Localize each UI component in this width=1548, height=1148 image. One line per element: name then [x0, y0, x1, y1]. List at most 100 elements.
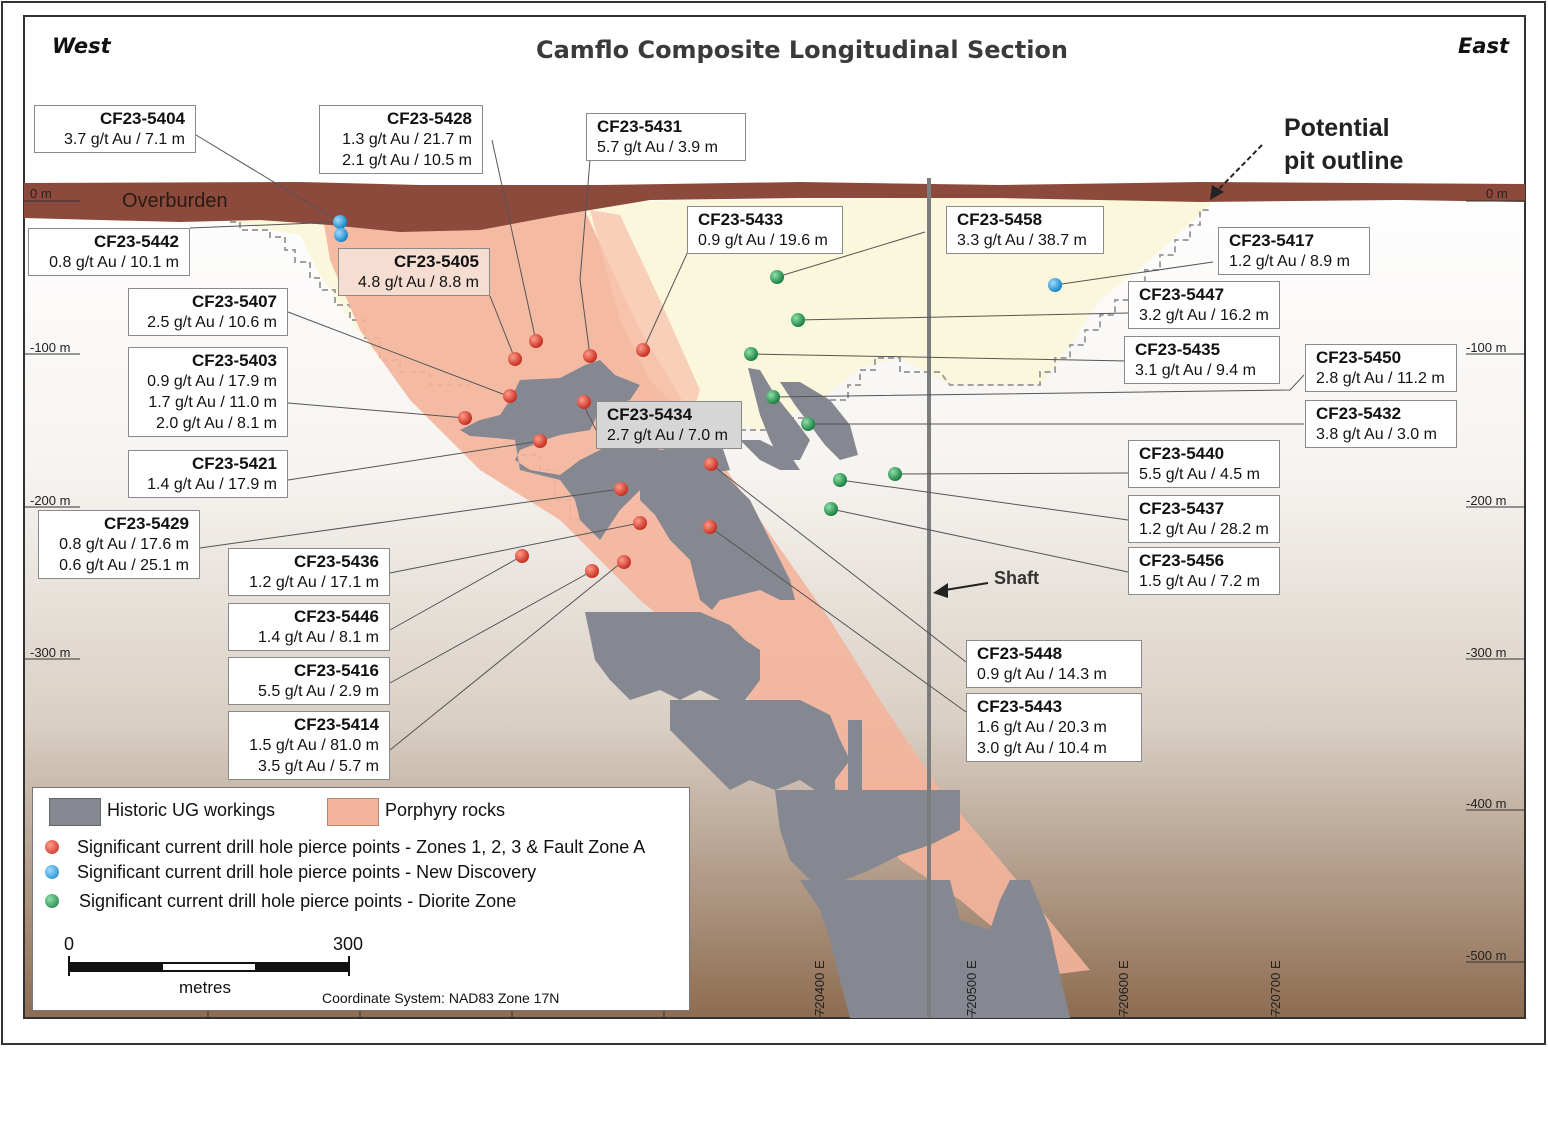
hole-id: CF23-5407 — [191, 292, 277, 311]
easting-label: 720400 E — [812, 960, 827, 1016]
scale-ticks — [68, 956, 350, 976]
depth-label-right: -500 m — [1466, 948, 1507, 963]
hole-result: 3.1 g/t Au / 9.4 m — [1135, 362, 1256, 379]
hole-id: CF23-5414 — [293, 715, 379, 734]
depth-label-right: 0 m — [1486, 186, 1508, 201]
hole-result: 5.5 g/t Au / 4.5 m — [1139, 466, 1260, 483]
hole-label-cf23-5443: CF23-5443 1.6 g/t Au / 20.3 m 3.0 g/t Au… — [966, 693, 1142, 762]
hole-label-cf23-5437: CF23-5437 1.2 g/t Au / 28.2 m — [1128, 495, 1280, 543]
hole-label-cf23-5414: CF23-5414 1.5 g/t Au / 81.0 m 3.5 g/t Au… — [228, 711, 390, 780]
hole-id: CF23-5442 — [93, 232, 179, 251]
hole-result: 2.5 g/t Au / 10.6 m — [147, 314, 277, 331]
hole-result: 2.0 g/t Au / 8.1 m — [156, 415, 277, 432]
hole-result: 5.5 g/t Au / 2.9 m — [258, 683, 379, 700]
legend-blue-dot — [45, 865, 59, 879]
hole-id: CF23-5434 — [607, 405, 693, 424]
depth-label-right: -100 m — [1466, 340, 1507, 355]
red-point — [585, 564, 599, 578]
red-point — [633, 516, 647, 530]
hole-result: 1.4 g/t Au / 17.9 m — [147, 476, 277, 493]
hole-label-cf23-5416: CF23-5416 5.5 g/t Au / 2.9 m — [228, 657, 390, 705]
hole-label-cf23-5440: CF23-5440 5.5 g/t Au / 4.5 m — [1128, 440, 1280, 488]
hole-label-cf23-5458: CF23-5458 3.3 g/t Au / 38.7 m — [946, 206, 1104, 254]
blue-point — [333, 215, 347, 229]
green-point — [801, 417, 815, 431]
coordinate-system: Coordinate System: NAD83 Zone 17N — [322, 990, 560, 1006]
hole-result: 3.7 g/t Au / 7.1 m — [64, 131, 185, 148]
green-point — [791, 313, 805, 327]
hole-label-cf23-5433: CF23-5433 0.9 g/t Au / 19.6 m — [687, 206, 843, 254]
legend-green-dot — [45, 894, 59, 908]
shaft-arrow — [933, 582, 989, 598]
green-point — [824, 502, 838, 516]
hole-label-cf23-5403: CF23-5403 0.9 g/t Au / 17.9 m 1.7 g/t Au… — [128, 347, 288, 437]
easting-label: 720700 E — [1268, 960, 1283, 1016]
hole-id: CF23-5421 — [191, 454, 277, 473]
pit-label-line-1: Potential — [1284, 114, 1390, 142]
hole-result: 1.7 g/t Au / 11.0 m — [148, 394, 277, 411]
depth-label-right: -400 m — [1466, 796, 1507, 811]
hole-id: CF23-5448 — [977, 644, 1063, 663]
green-point — [744, 347, 758, 361]
hole-result: 0.9 g/t Au / 17.9 m — [147, 373, 277, 390]
red-point — [636, 343, 650, 357]
hole-result: 5.7 g/t Au / 3.9 m — [597, 139, 718, 156]
hole-id: CF23-5458 — [957, 210, 1043, 229]
hole-id: CF23-5404 — [99, 109, 185, 128]
hole-id: CF23-5440 — [1139, 444, 1225, 463]
depth-label-right: -200 m — [1466, 493, 1507, 508]
hole-label-cf23-5436: CF23-5436 1.2 g/t Au / 17.1 m — [228, 548, 390, 596]
red-point — [583, 349, 597, 363]
legend-red: Significant current drill hole pierce po… — [77, 837, 646, 857]
pit-label-line-2: pit outline — [1284, 147, 1404, 175]
green-point — [833, 473, 847, 487]
hole-label-cf23-5431: CF23-5431 5.7 g/t Au / 3.9 m — [586, 113, 746, 161]
hole-id: CF23-5433 — [698, 210, 784, 229]
red-point — [529, 334, 543, 348]
depth-label-left: -200 m — [30, 493, 71, 508]
hole-id: CF23-5431 — [597, 117, 683, 136]
pierce-points — [333, 215, 1062, 578]
hole-label-cf23-5450: CF23-5450 2.8 g/t Au / 11.2 m — [1305, 344, 1457, 392]
hole-id: CF23-5456 — [1139, 551, 1225, 570]
hole-result: 1.2 g/t Au / 28.2 m — [1139, 521, 1269, 538]
depth-label-right: -300 m — [1466, 645, 1507, 660]
hole-result: 1.2 g/t Au / 17.1 m — [249, 574, 379, 591]
pit-label-arrow — [1210, 144, 1263, 200]
red-point — [614, 482, 628, 496]
hole-label-cf23-5421: CF23-5421 1.4 g/t Au / 17.9 m — [128, 450, 288, 498]
hole-id: CF23-5436 — [293, 552, 379, 571]
hole-result: 4.8 g/t Au / 8.8 m — [358, 274, 479, 291]
easting-label: 720500 E — [964, 960, 979, 1016]
easting-label: 720600 E — [1116, 960, 1131, 1016]
hole-label-cf23-5428: CF23-5428 1.3 g/t Au / 21.7 m 2.1 g/t Au… — [319, 105, 483, 174]
hole-result: 1.6 g/t Au / 20.3 m — [977, 719, 1107, 736]
depth-ticks — [24, 200, 1525, 1018]
blue-point — [1048, 278, 1062, 292]
red-point — [503, 389, 517, 403]
west-label: West — [52, 34, 111, 58]
scale-start-label: 0 — [64, 934, 75, 954]
legend-porphyry: Porphyry rocks — [385, 800, 506, 820]
hole-result: 1.2 g/t Au / 8.9 m — [1229, 253, 1350, 270]
hole-label-cf23-5447: CF23-5447 3.2 g/t Au / 16.2 m — [1128, 281, 1280, 329]
legend-red-dot — [45, 840, 59, 854]
pit-outline-label: Potential pit outline — [1284, 112, 1403, 178]
hole-label-cf23-5417: CF23-5417 1.2 g/t Au / 8.9 m — [1218, 227, 1370, 275]
historic-workings — [460, 360, 1070, 1018]
hole-result: 2.8 g/t Au / 11.2 m — [1316, 370, 1445, 387]
hole-label-cf23-5456: CF23-5456 1.5 g/t Au / 7.2 m — [1128, 547, 1280, 595]
legend-workings: Historic UG workings — [107, 800, 276, 820]
diagram-title: Camflo Composite Longitudinal Section — [536, 36, 1069, 64]
green-point — [888, 467, 902, 481]
hole-result: 1.5 g/t Au / 7.2 m — [1139, 573, 1260, 590]
porphyry-lobe — [590, 210, 700, 420]
hole-result: 3.0 g/t Au / 10.4 m — [977, 740, 1107, 757]
hole-id: CF23-5443 — [977, 697, 1063, 716]
hole-label-cf23-5442: CF23-5442 0.8 g/t Au / 10.1 m — [28, 228, 190, 276]
workings-swatch — [49, 798, 101, 826]
red-point — [577, 395, 591, 409]
hole-result: 0.9 g/t Au / 14.3 m — [977, 666, 1107, 683]
hole-id: CF23-5429 — [103, 514, 189, 533]
hole-label-cf23-5448: CF23-5448 0.9 g/t Au / 14.3 m — [966, 640, 1142, 688]
